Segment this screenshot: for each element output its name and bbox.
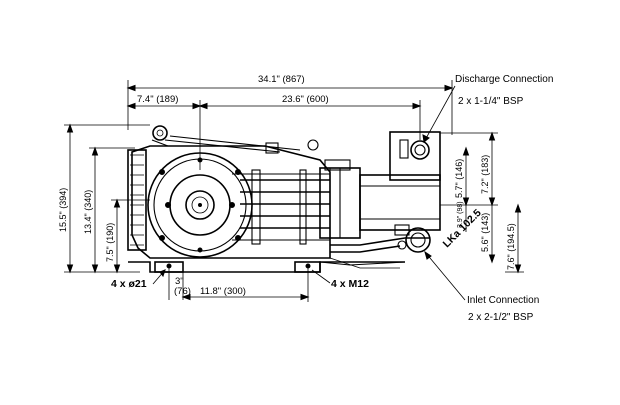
foot-offset-mm-label: (76) xyxy=(174,286,191,297)
foot-spacing-dimension: 11.8" (300) xyxy=(181,268,310,302)
bolts-label: 4 x M12 xyxy=(331,278,369,290)
dim-146: 5.7" (146) xyxy=(454,146,470,207)
discharge-title: Discharge Connection xyxy=(455,74,553,85)
pump-assembly xyxy=(127,125,441,273)
dim-98: 3.9" (98) xyxy=(457,201,467,232)
discharge-spec: 2 x 1-1/4" BSP xyxy=(458,96,524,107)
front-to-shaft-label: 7.4" (189) xyxy=(137,94,178,105)
shaft-height-label: 7.5" (190) xyxy=(105,223,115,262)
overall-length-label: 34.1" (867) xyxy=(258,74,305,85)
discharge-callout: Discharge Connection 2 x 1-1/4" BSP xyxy=(422,74,553,143)
rear-foot xyxy=(294,261,321,273)
bolts-callout: 4 x M12 xyxy=(311,269,369,290)
shaft-height-dimension: 7.5" (190) xyxy=(105,198,150,274)
top-eye-right xyxy=(307,139,319,151)
lifting-eye xyxy=(152,125,168,141)
height-to-top-label: 13.4" (340) xyxy=(83,190,93,234)
inlet-title: Inlet Connection xyxy=(467,295,539,306)
shaft-to-head-dimension: 23.6" (600) xyxy=(198,94,422,140)
dim-183-label: 7.2" (183) xyxy=(480,155,490,194)
foot-offset-dimension: 3" (76) xyxy=(168,268,191,300)
shaft-to-head-label: 23.6" (600) xyxy=(282,94,329,105)
overall-height-dimension: 15.5" (394) xyxy=(58,123,150,274)
dim-146-label: 5.7" (146) xyxy=(454,159,464,198)
dim-183: 7.2" (183) xyxy=(440,131,498,207)
dim-143-label: 5.6" (143) xyxy=(480,213,490,252)
bolt-holes-label: 4 x ø21 xyxy=(111,278,147,290)
dim-194: 7.6" (194.5) xyxy=(505,203,524,274)
inlet-callout: Inlet Connection 2 x 2-1/2" BSP xyxy=(424,250,539,323)
bolt-holes-callout: 4 x ø21 xyxy=(111,269,166,290)
foot-offset-label: 3" xyxy=(175,276,184,287)
pump-head xyxy=(359,174,441,231)
plunger-rods xyxy=(232,169,330,245)
discharge-manifold xyxy=(389,131,441,181)
front-to-shaft-dimension: 7.4" (189) xyxy=(126,94,202,170)
drive-shaft xyxy=(185,190,215,220)
suction-pipe xyxy=(330,237,430,246)
inlet-port xyxy=(405,227,431,253)
discharge-port xyxy=(410,140,430,160)
inlet-spec: 2 x 2-1/2" BSP xyxy=(468,312,534,323)
base-frame xyxy=(128,261,405,273)
foot-spacing-label: 11.8" (300) xyxy=(200,286,246,297)
overall-length-dimension: 34.1" (867) xyxy=(126,74,454,135)
front-cover-plate xyxy=(127,149,147,251)
overall-height-label: 15.5" (394) xyxy=(58,188,68,232)
dim-194-label: 7.6" (194.5) xyxy=(506,223,516,270)
dim-143: 5.6" (143) xyxy=(480,205,496,264)
height-to-top-dimension: 13.4" (340) xyxy=(83,146,135,274)
dim-98-label: 3.9" (98) xyxy=(457,201,464,228)
